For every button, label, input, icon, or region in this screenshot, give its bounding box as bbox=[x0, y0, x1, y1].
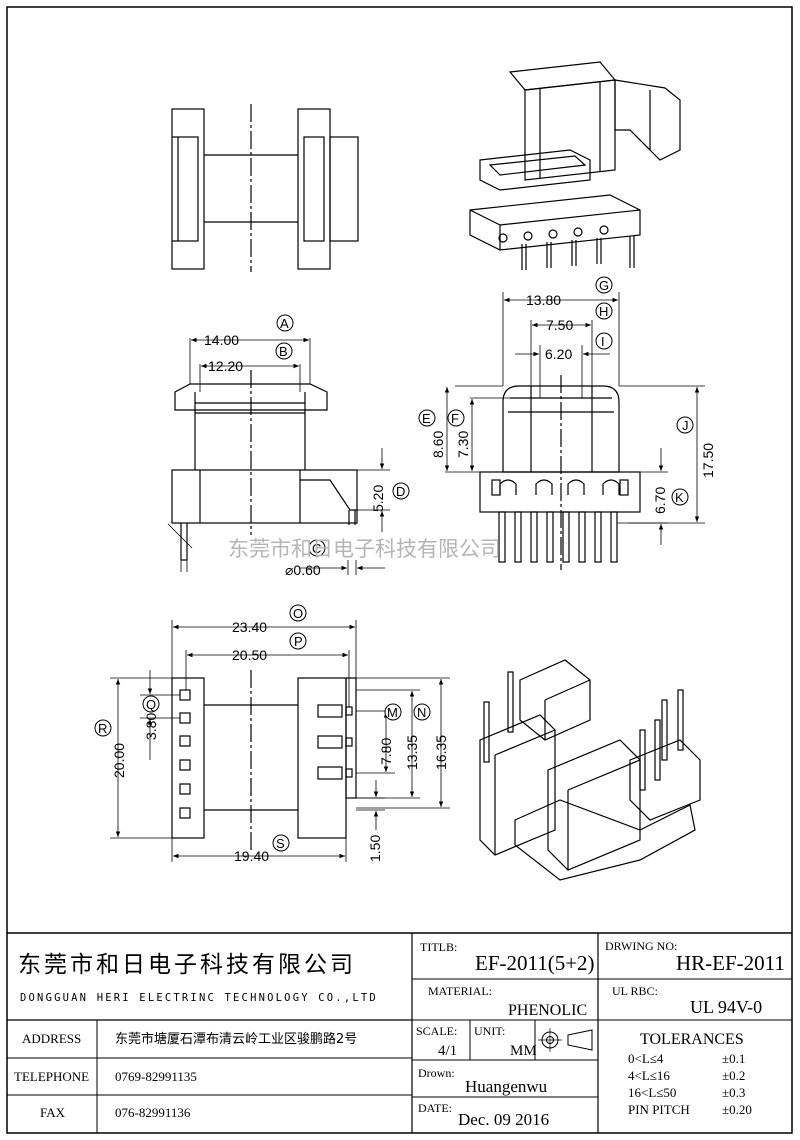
iso-view-top bbox=[469, 61, 681, 270]
side-pins bbox=[498, 511, 618, 563]
date-label: DATE: bbox=[418, 1101, 452, 1115]
label-F: F bbox=[451, 411, 459, 426]
label-M: M bbox=[387, 705, 398, 720]
drawing-no-label: DRWING NO: bbox=[605, 939, 677, 953]
top-view bbox=[171, 104, 359, 272]
ul-value: UL 94V-0 bbox=[690, 997, 762, 1017]
dim-7-80: 7.80 bbox=[378, 738, 394, 765]
label-E: E bbox=[422, 411, 431, 426]
address-value: 东莞市塘厦石潭布清云岭工业区骏鹏路2号 bbox=[115, 1031, 357, 1047]
side-dim-text: 13.80 G 7.50 H 6.20 I 8.60 7.30 E F 17.5… bbox=[418, 276, 716, 514]
dim-20-50: 20.50 bbox=[232, 647, 267, 663]
title-label: TITLB: bbox=[420, 940, 457, 954]
label-A: A bbox=[280, 316, 289, 331]
dim-17-50: 17.50 bbox=[700, 443, 716, 478]
label-D: D bbox=[396, 484, 405, 499]
label-P: P bbox=[294, 634, 303, 649]
label-K: K bbox=[675, 490, 684, 505]
scale-label: SCALE: bbox=[416, 1024, 457, 1038]
dim-19-40: 19.40 bbox=[234, 848, 269, 864]
title-block bbox=[7, 932, 792, 1133]
company-name-cn: 东莞市和日电子科技有限公司 bbox=[18, 952, 356, 978]
label-C: C bbox=[312, 541, 321, 556]
dim-7-30: 7.30 bbox=[455, 431, 471, 458]
dim-1-50: 1.50 bbox=[367, 835, 383, 862]
bottom-dimensions bbox=[110, 620, 450, 862]
label-O: O bbox=[293, 606, 303, 621]
unit-label: UNIT: bbox=[474, 1024, 505, 1038]
label-J: J bbox=[682, 418, 689, 433]
material-value: PHENOLIC bbox=[508, 1002, 587, 1019]
dim-13-80: 13.80 bbox=[526, 292, 561, 308]
title-value: EF-2011(5+2) bbox=[475, 951, 595, 975]
watermark: 东莞市和日电子科技有限公司 bbox=[228, 537, 501, 561]
material-label: MATERIAL: bbox=[428, 984, 492, 998]
dim-23-40: 23.40 bbox=[232, 619, 267, 635]
tol-value-3: ±0.3 bbox=[722, 1085, 745, 1100]
tolerances-label: TOLERANCES bbox=[640, 1031, 744, 1048]
label-R: R bbox=[98, 721, 107, 736]
dim-14-00: 14.00 bbox=[204, 332, 239, 348]
fax-value: 076-82991136 bbox=[115, 1105, 191, 1120]
dim-16-35: 16.35 bbox=[433, 735, 449, 770]
iso-view-bottom bbox=[479, 659, 701, 881]
label-Q: Q bbox=[146, 697, 156, 712]
dim-5-20: 5.20 bbox=[370, 485, 386, 512]
front-dim-text: 14.00 A 12.20 B 5.20 D C ⌀0.60 bbox=[204, 314, 410, 578]
sheet-border bbox=[6, 6, 793, 1134]
front-view bbox=[171, 370, 358, 561]
dim-6-70: 6.70 bbox=[652, 487, 668, 514]
dim-7-50: 7.50 bbox=[546, 317, 573, 333]
tol-range-4: PIN PITCH bbox=[628, 1102, 690, 1117]
bottom-dim-text: 23.40 O 20.50 P 20.00 R 3.80 Q 7.80 M 13… bbox=[94, 604, 449, 864]
dim-20-00: 20.00 bbox=[111, 743, 127, 778]
bottom-view bbox=[171, 670, 357, 850]
fax-label: FAX bbox=[40, 1105, 66, 1120]
side-view bbox=[479, 375, 641, 570]
label-N: N bbox=[417, 705, 426, 720]
dim-8-60: 8.60 bbox=[430, 431, 446, 458]
company-name-en: DONGGUAN HERI ELECTRINC TECHNOLOGY CO.,L… bbox=[20, 992, 378, 1004]
dim-12-20: 12.20 bbox=[208, 358, 243, 374]
tol-value-4: ±0.20 bbox=[722, 1102, 752, 1117]
scale-value: 4/1 bbox=[438, 1043, 457, 1059]
label-S: S bbox=[276, 836, 285, 851]
telephone-value: 0769-82991135 bbox=[115, 1069, 197, 1084]
label-I: I bbox=[601, 334, 605, 349]
dim-13-35: 13.35 bbox=[404, 735, 420, 770]
front-dimensions bbox=[167, 337, 390, 575]
tol-range-3: 16<L≤50 bbox=[628, 1085, 676, 1100]
label-G: G bbox=[599, 278, 609, 293]
dim-3-80: 3.80 bbox=[143, 713, 159, 740]
tol-value-1: ±0.1 bbox=[722, 1051, 745, 1066]
dim-pin-diameter: ⌀0.60 bbox=[285, 562, 321, 578]
dim-6-20: 6.20 bbox=[545, 346, 572, 362]
label-B: B bbox=[279, 344, 288, 359]
tol-value-2: ±0.2 bbox=[722, 1068, 745, 1083]
address-label: ADDRESS bbox=[22, 1031, 81, 1046]
drawn-value: Huangenwu bbox=[465, 1077, 548, 1096]
tol-range-2: 4<L≤16 bbox=[628, 1068, 670, 1083]
title-block-text: 东莞市和日电子科技有限公司 DONGGUAN HERI ELECTRINC TE… bbox=[14, 939, 785, 1129]
ul-label: UL RBC: bbox=[612, 984, 658, 998]
telephone-label: TELEPHONE bbox=[14, 1069, 89, 1084]
date-value: Dec. 09 2016 bbox=[458, 1110, 549, 1129]
drawing-no-value: HR-EF-2011 bbox=[676, 951, 785, 975]
label-H: H bbox=[599, 304, 608, 319]
side-dimensions bbox=[444, 292, 705, 545]
unit-value: MM bbox=[510, 1043, 537, 1059]
drawn-label: Drown: bbox=[418, 1066, 455, 1080]
tol-range-1: 0<L≤4 bbox=[628, 1051, 664, 1066]
